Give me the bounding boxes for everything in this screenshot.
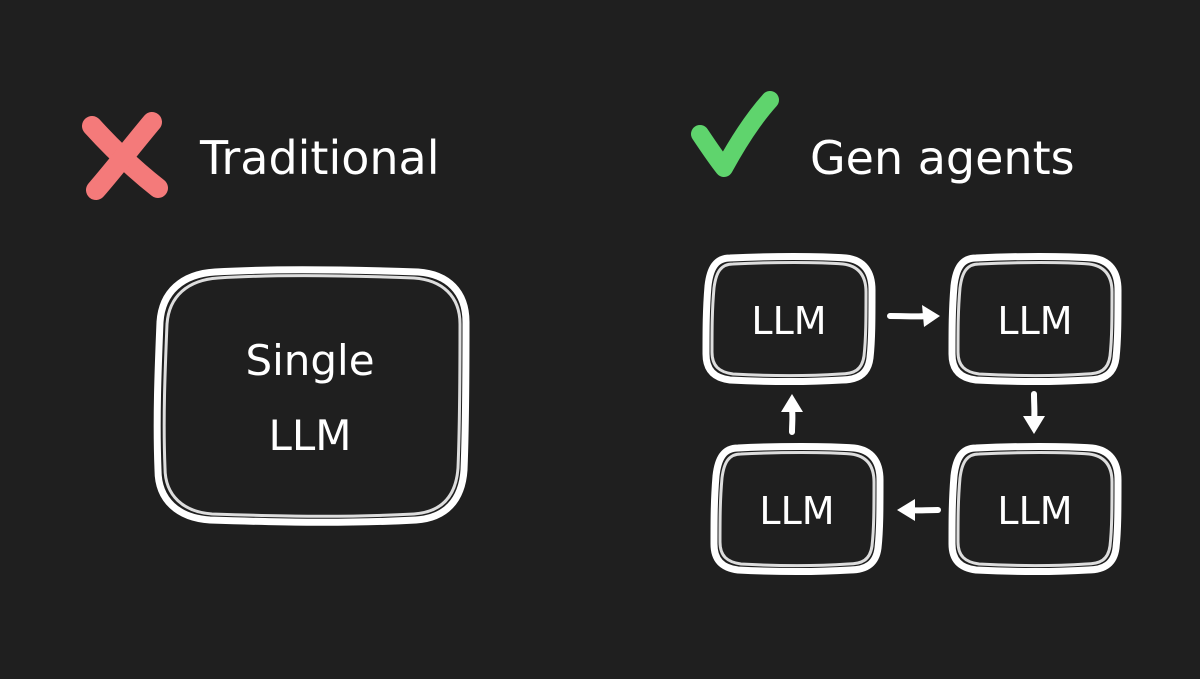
gen-agents-panel: Gen agents LLM LLM LLM LLM [691,91,1122,575]
gen-agents-heading: Gen agents [810,131,1075,185]
cross-icon [82,112,168,200]
single-llm-box: Single LLM [153,266,470,526]
single-llm-label-line2: LLM [268,411,351,460]
llm-node-top-left: LLM [702,253,876,385]
llm-node-top-right-label: LLM [997,299,1072,343]
llm-node-bottom-left-label: LLM [759,489,834,533]
traditional-panel: Traditional Single LLM [82,112,470,526]
arrow-top-left-to-top-right [887,305,940,327]
llm-node-bottom-right: LLM [948,443,1122,575]
check-icon [691,91,779,177]
traditional-heading: Traditional [199,131,440,185]
arrow-bottom-right-to-bottom-left [897,499,941,521]
llm-node-bottom-right-label: LLM [997,489,1072,533]
single-llm-label-line1: Single [245,336,374,385]
llm-node-top-left-label: LLM [751,299,826,343]
llm-node-top-right: LLM [948,253,1122,385]
arrow-bottom-left-to-top-left [781,394,803,435]
llm-node-bottom-left: LLM [710,443,884,575]
arrow-top-right-to-bottom-right [1023,391,1045,434]
